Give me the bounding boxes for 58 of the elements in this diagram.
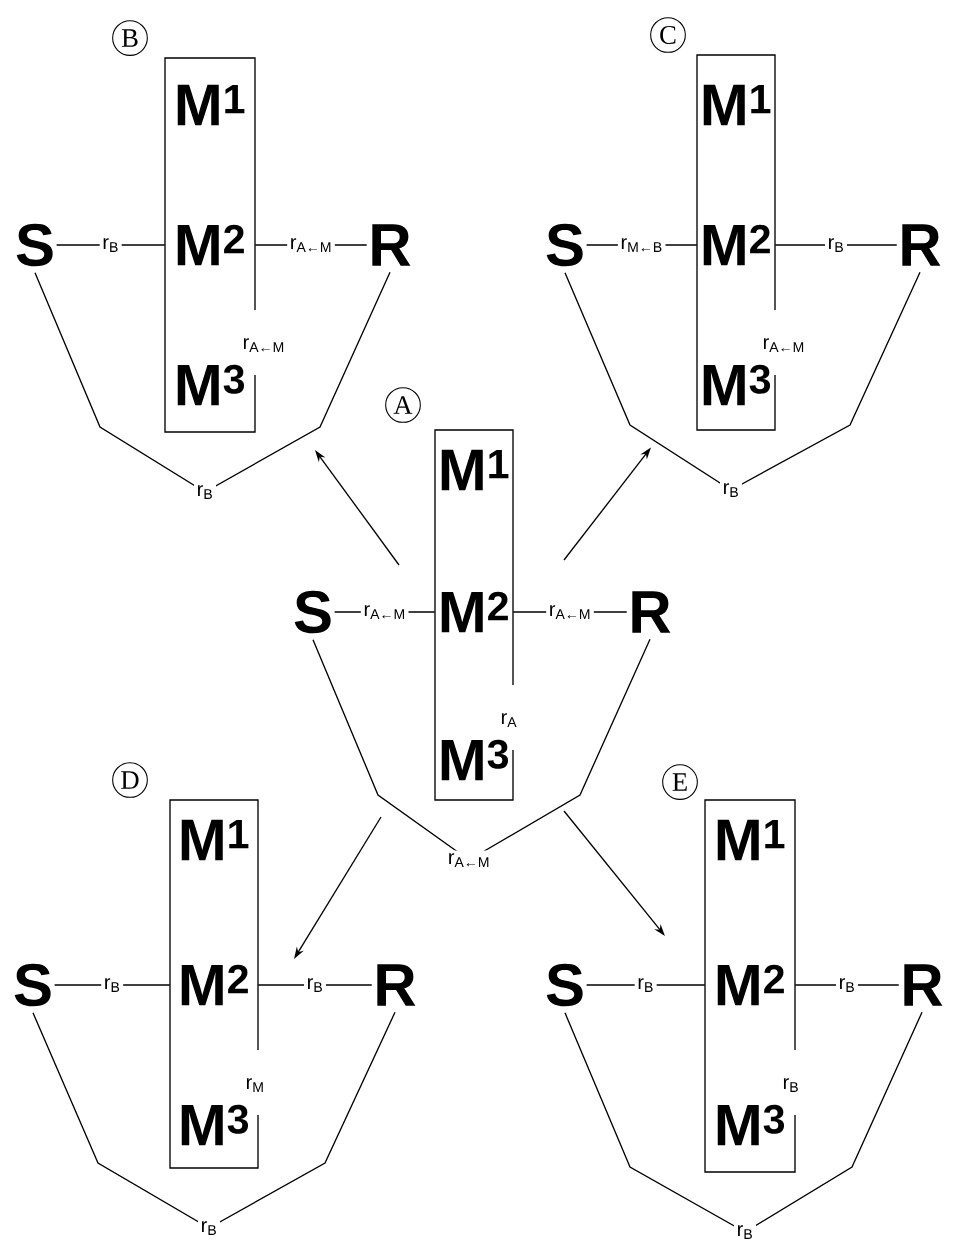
letter: M$^{1}$	[181, 819, 249, 861]
connector-line	[774, 244, 898, 246]
side-label: r$_{A}$	[501, 713, 517, 727]
letter: M$^{3}$	[181, 1104, 249, 1146]
circled-letter: A	[385, 387, 421, 423]
panel-box	[704, 799, 796, 1173]
letter: R	[904, 964, 943, 1006]
letter: M$^{1}$	[177, 84, 245, 126]
arrow	[563, 810, 665, 936]
edge-label: r$_{A←M}$	[287, 235, 335, 255]
letter: S	[16, 223, 53, 267]
letter: R	[377, 964, 416, 1006]
connector-line	[585, 984, 706, 986]
edge-label: r$_{B}$	[198, 1218, 220, 1238]
letter: M$^{2}$	[441, 591, 508, 633]
edge-label: r$_{B}$	[304, 975, 326, 995]
side-label: r$_{M}$	[246, 1078, 263, 1092]
edge-label: r$_{B}$	[101, 975, 124, 995]
circled-letter: D	[112, 762, 148, 798]
circled-letter: C	[650, 17, 686, 53]
letter: M$^{2}$	[703, 224, 770, 266]
edge-label: r$_{B}$	[720, 480, 742, 500]
circled-letter: B	[112, 20, 148, 56]
letter: S	[546, 223, 583, 267]
connector-line	[53, 984, 171, 986]
edge-label: r$_{A←M}$	[360, 602, 409, 622]
side-label: r$_{B}$	[783, 1078, 798, 1092]
edge-label: r$_{B}$	[99, 235, 122, 255]
connector-line	[794, 984, 900, 986]
edge-label: r$_{B}$	[634, 975, 657, 995]
letter: M$^{3}$	[717, 1104, 785, 1146]
letter: M$^{1}$	[441, 449, 509, 491]
letter: R	[632, 591, 671, 633]
letter: S	[546, 963, 583, 1007]
connector-line	[257, 984, 373, 986]
connector-line	[55, 244, 166, 246]
circled-letter: E	[662, 764, 698, 800]
side-label: r$_{A←M}$	[243, 338, 284, 352]
edge-label: r$_{M←B}$	[617, 235, 666, 255]
side-label: r$_{A←M}$	[763, 338, 804, 352]
letter: S	[14, 963, 51, 1007]
letter: R	[902, 224, 941, 266]
letter: S	[294, 590, 331, 634]
letter: M$^{2}$	[177, 224, 244, 266]
edge-label: r$_{B}$	[836, 975, 858, 995]
edge-label: r$_{B}$	[194, 482, 216, 502]
letter: M$^{1}$	[703, 84, 771, 126]
edge-label: r$_{A←M}$	[546, 602, 594, 622]
letter: M$^{3}$	[441, 739, 509, 781]
letter: M$^{1}$	[717, 819, 785, 861]
letter: M$^{2}$	[717, 964, 784, 1006]
letter: M$^{3}$	[177, 364, 245, 406]
letter: M$^{2}$	[181, 964, 248, 1006]
letter: R	[372, 224, 411, 266]
edge-label: r$_{A←M}$	[445, 850, 493, 870]
edge-label: r$_{B}$	[734, 1222, 756, 1242]
letter: M$^{3}$	[703, 364, 771, 406]
edge-label: r$_{B}$	[825, 235, 847, 255]
